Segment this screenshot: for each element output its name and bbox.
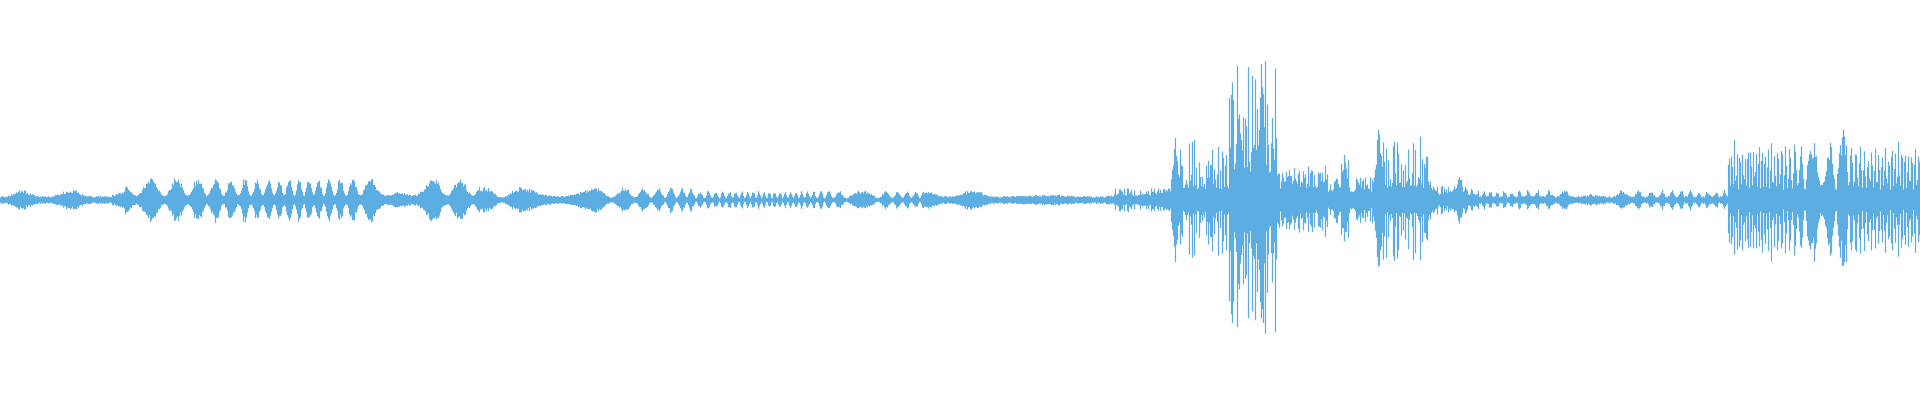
waveform-bars [0, 61, 1920, 334]
